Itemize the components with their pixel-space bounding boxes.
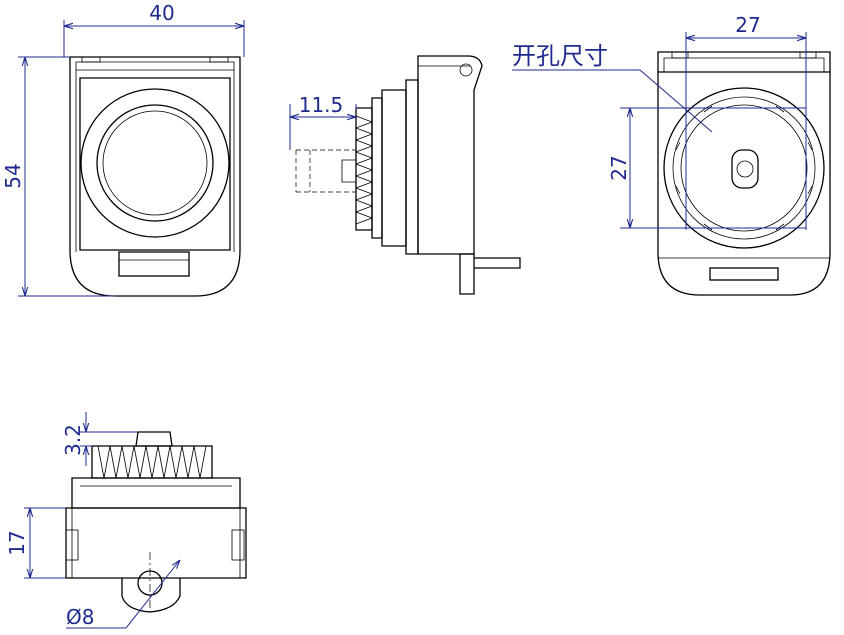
cutout-width-dimension: 27 [685, 13, 807, 230]
cutout-width-label: 27 [735, 13, 760, 37]
front-width-label: 40 [149, 1, 174, 25]
bottom-view [65, 431, 247, 613]
bottom-thread-label: 3.2 [61, 424, 85, 456]
thread-length-dimension: 11.5 [289, 93, 357, 150]
cutout-height-dimension: 27 [607, 107, 806, 229]
front-height-dimension: 54 [1, 56, 115, 297]
cutout-callout: 开孔尺寸 [512, 42, 713, 133]
hole-diameter-label: Ø8 [66, 605, 94, 629]
bottom-body-label: 17 [5, 530, 29, 555]
thread-length-label: 11.5 [299, 93, 344, 117]
front-height-label: 54 [1, 163, 25, 188]
side-view [295, 55, 521, 295]
front-view [69, 56, 241, 297]
cutout-height-label: 27 [607, 155, 631, 180]
hole-diameter-dimension: Ø8 [66, 560, 180, 629]
bottom-body-dimension: 17 [5, 507, 66, 579]
bottom-thread-dimension: 3.2 [61, 412, 138, 466]
rear-view [657, 51, 831, 296]
front-width-dimension: 40 [63, 1, 245, 57]
cutout-callout-label: 开孔尺寸 [512, 42, 608, 70]
